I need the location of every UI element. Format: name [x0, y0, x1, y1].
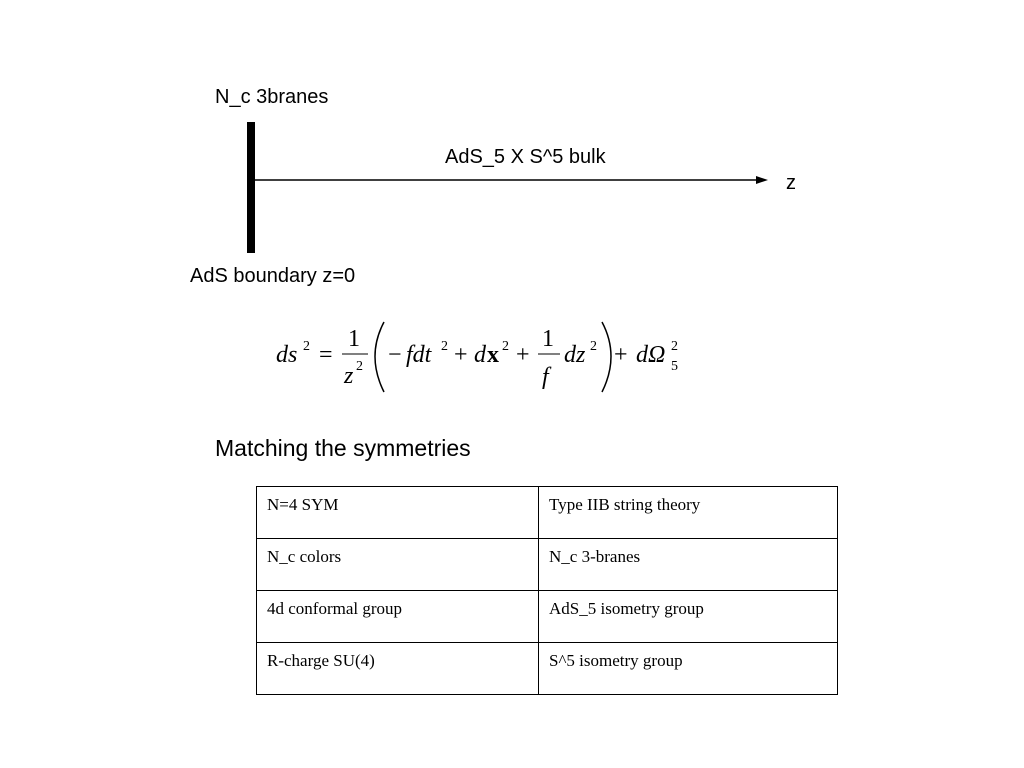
- bulk-label: AdS_5 X S^5 bulk: [445, 146, 606, 168]
- formula-lhs: ds: [276, 342, 297, 368]
- formula-plus-1: +: [454, 342, 468, 368]
- table-row: R-charge SU(4) S^5 isometry group: [256, 642, 838, 695]
- term-fdt-exp: 2: [441, 339, 448, 354]
- boundary-label: AdS boundary z=0: [190, 265, 356, 287]
- formula-plus-2: +: [516, 342, 530, 368]
- z-axis-label: z: [786, 172, 796, 194]
- frac1-denominator-exp: 2: [356, 359, 363, 374]
- term-domega-sup: 2: [671, 339, 678, 354]
- term-domega-sub: 5: [671, 359, 678, 374]
- term-fdt: fdt: [406, 342, 433, 368]
- formula-lhs-exp: 2: [303, 339, 310, 354]
- table-cell: N_c 3-branes: [538, 538, 838, 591]
- table-cell: Type IIB string theory: [538, 486, 838, 539]
- term-x: x: [487, 342, 499, 368]
- term-dz-exp: 2: [590, 339, 597, 354]
- frac1-numerator: 1: [348, 326, 360, 352]
- table-cell: N_c colors: [256, 538, 539, 591]
- term-x-exp: 2: [502, 339, 509, 354]
- frac2-denominator: f: [542, 364, 552, 390]
- formula-minus: −: [388, 342, 402, 368]
- left-paren: [374, 321, 385, 393]
- term-domega: dΩ: [636, 342, 665, 368]
- table-row: 4d conformal group AdS_5 isometry group: [256, 590, 838, 643]
- section-title: Matching the symmetries: [215, 435, 471, 461]
- table-cell: N=4 SYM: [256, 486, 539, 539]
- term-d: d: [474, 342, 487, 368]
- table-cell: R-charge SU(4): [256, 642, 539, 695]
- table-row: N=4 SYM Type IIB string theory: [256, 486, 838, 539]
- formula-plus-3: +: [614, 342, 628, 368]
- brane-wall: [247, 122, 255, 253]
- term-dz: dz: [564, 342, 586, 368]
- right-paren: [601, 321, 612, 393]
- table-row: N_c colors N_c 3-branes: [256, 538, 838, 591]
- frac1-denominator: z: [343, 363, 354, 389]
- brane-label: N_c 3branes: [215, 86, 329, 108]
- bulk-axis-arrowhead: [756, 176, 768, 184]
- metric-formula: ds 2 = 1 z 2 − fdt 2 + d x 2 + 1 f dz 2 …: [276, 321, 678, 393]
- symmetry-table: N=4 SYM Type IIB string theory N_c color…: [256, 486, 838, 695]
- table-cell: S^5 isometry group: [538, 642, 838, 695]
- formula-equals: =: [319, 342, 333, 368]
- table-cell: 4d conformal group: [256, 590, 539, 643]
- brane-bulk-diagram: [247, 122, 768, 253]
- table-cell: AdS_5 isometry group: [538, 590, 838, 643]
- frac2-numerator: 1: [542, 326, 554, 352]
